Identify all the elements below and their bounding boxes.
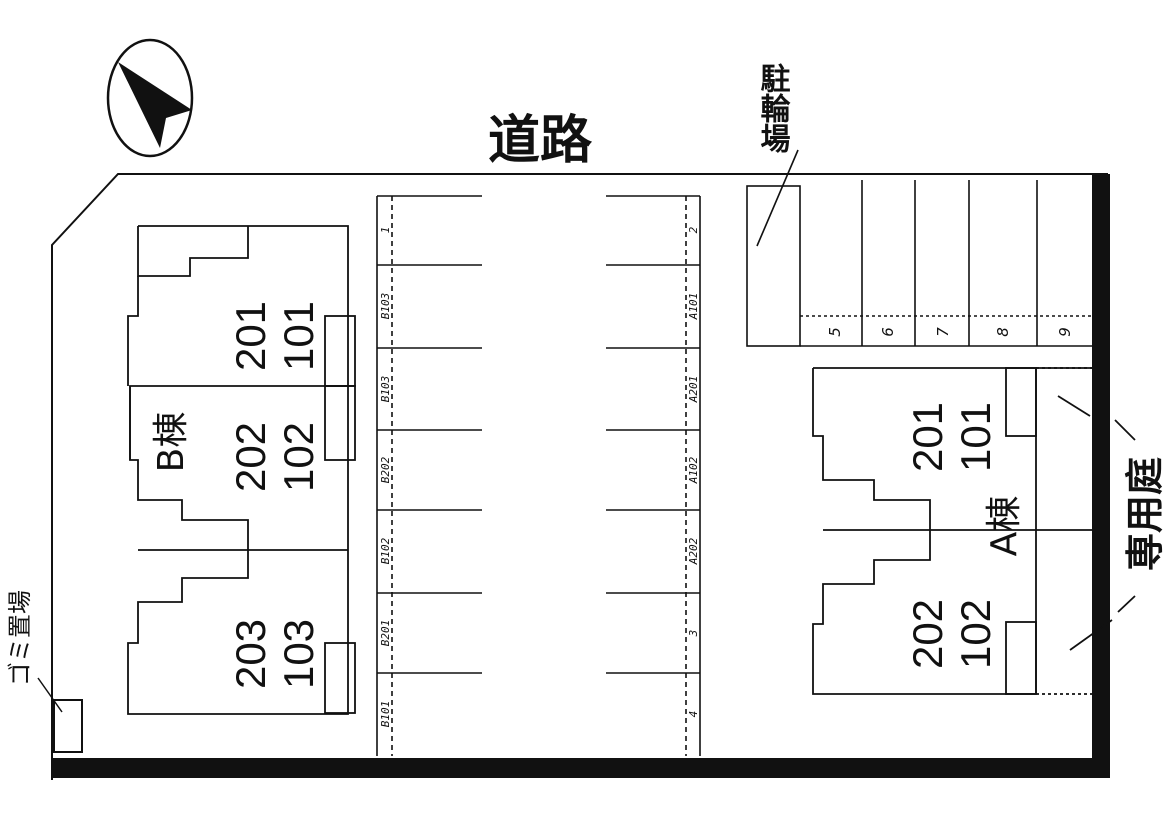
parking-label: A102 <box>687 456 700 484</box>
building-b-name: B棟 <box>151 412 192 473</box>
bicycle-parking <box>746 149 1092 347</box>
trash-box <box>53 699 83 753</box>
building-a-unit-201-101: 201 101 <box>904 402 999 472</box>
svg-text:202: 202 <box>904 599 951 669</box>
building-b <box>127 225 356 715</box>
svg-text:102: 102 <box>275 422 322 492</box>
parking-label: 4 <box>687 711 700 718</box>
compass <box>106 38 194 158</box>
parking-label: B201 <box>379 620 392 647</box>
svg-text:101: 101 <box>952 402 999 472</box>
bicycle-slot-number: 9 <box>1056 327 1074 337</box>
bicycle-slot-numbers: 5 6 7 8 9 <box>826 327 1074 337</box>
bicycle-parking-label: 駐輪場 <box>755 63 791 153</box>
site-wall-right <box>1092 174 1110 778</box>
parking-label: A201 <box>687 376 700 404</box>
parking-label: B202 <box>379 456 392 483</box>
site-boundary <box>51 173 1108 780</box>
north-arrow-icon <box>118 62 192 148</box>
trash-area-label: ゴミ置場 <box>7 590 34 686</box>
parking-left <box>376 195 482 756</box>
parking-label: B101 <box>379 701 392 728</box>
private-garden-label: 専用庭 <box>1123 457 1167 571</box>
building-b-unit-202-102: 202 102 <box>227 422 322 492</box>
site-wall-bottom <box>52 758 1110 778</box>
svg-text:102: 102 <box>952 599 999 669</box>
parking-label: 3 <box>687 630 700 638</box>
parking-label: 2 <box>687 226 700 233</box>
svg-text:103: 103 <box>275 619 322 689</box>
left-parking-labels: 1 B103 B103 B202 B102 B201 B101 <box>379 227 392 728</box>
building-a-unit-202-102: 202 102 <box>904 599 999 669</box>
svg-text:201: 201 <box>227 301 274 371</box>
parking-label: 1 <box>379 227 392 234</box>
building-a-name: A棟 <box>984 496 1025 557</box>
parking-label: A202 <box>687 537 700 565</box>
building-b-unit-201-101: 201 101 <box>227 301 322 371</box>
road-label: 道路 <box>488 111 593 171</box>
bicycle-slot-number: 8 <box>994 327 1012 337</box>
parking-label: A101 <box>687 293 700 321</box>
building-a <box>812 367 1136 695</box>
bicycle-slot-number: 7 <box>934 327 952 337</box>
svg-text:101: 101 <box>275 301 322 371</box>
right-parking-labels: 2 A101 A201 A102 A202 3 4 <box>687 226 700 717</box>
svg-text:201: 201 <box>904 402 951 472</box>
svg-text:203: 203 <box>227 619 274 689</box>
parking-right <box>606 195 701 756</box>
parking-label: B103 <box>379 376 392 403</box>
bicycle-slot-number: 6 <box>879 327 897 337</box>
bicycle-slot-number: 5 <box>826 327 844 337</box>
parking-label: B103 <box>379 293 392 320</box>
parking-label: B102 <box>379 537 392 564</box>
svg-text:202: 202 <box>227 422 274 492</box>
building-b-unit-203-103: 203 103 <box>227 619 322 689</box>
